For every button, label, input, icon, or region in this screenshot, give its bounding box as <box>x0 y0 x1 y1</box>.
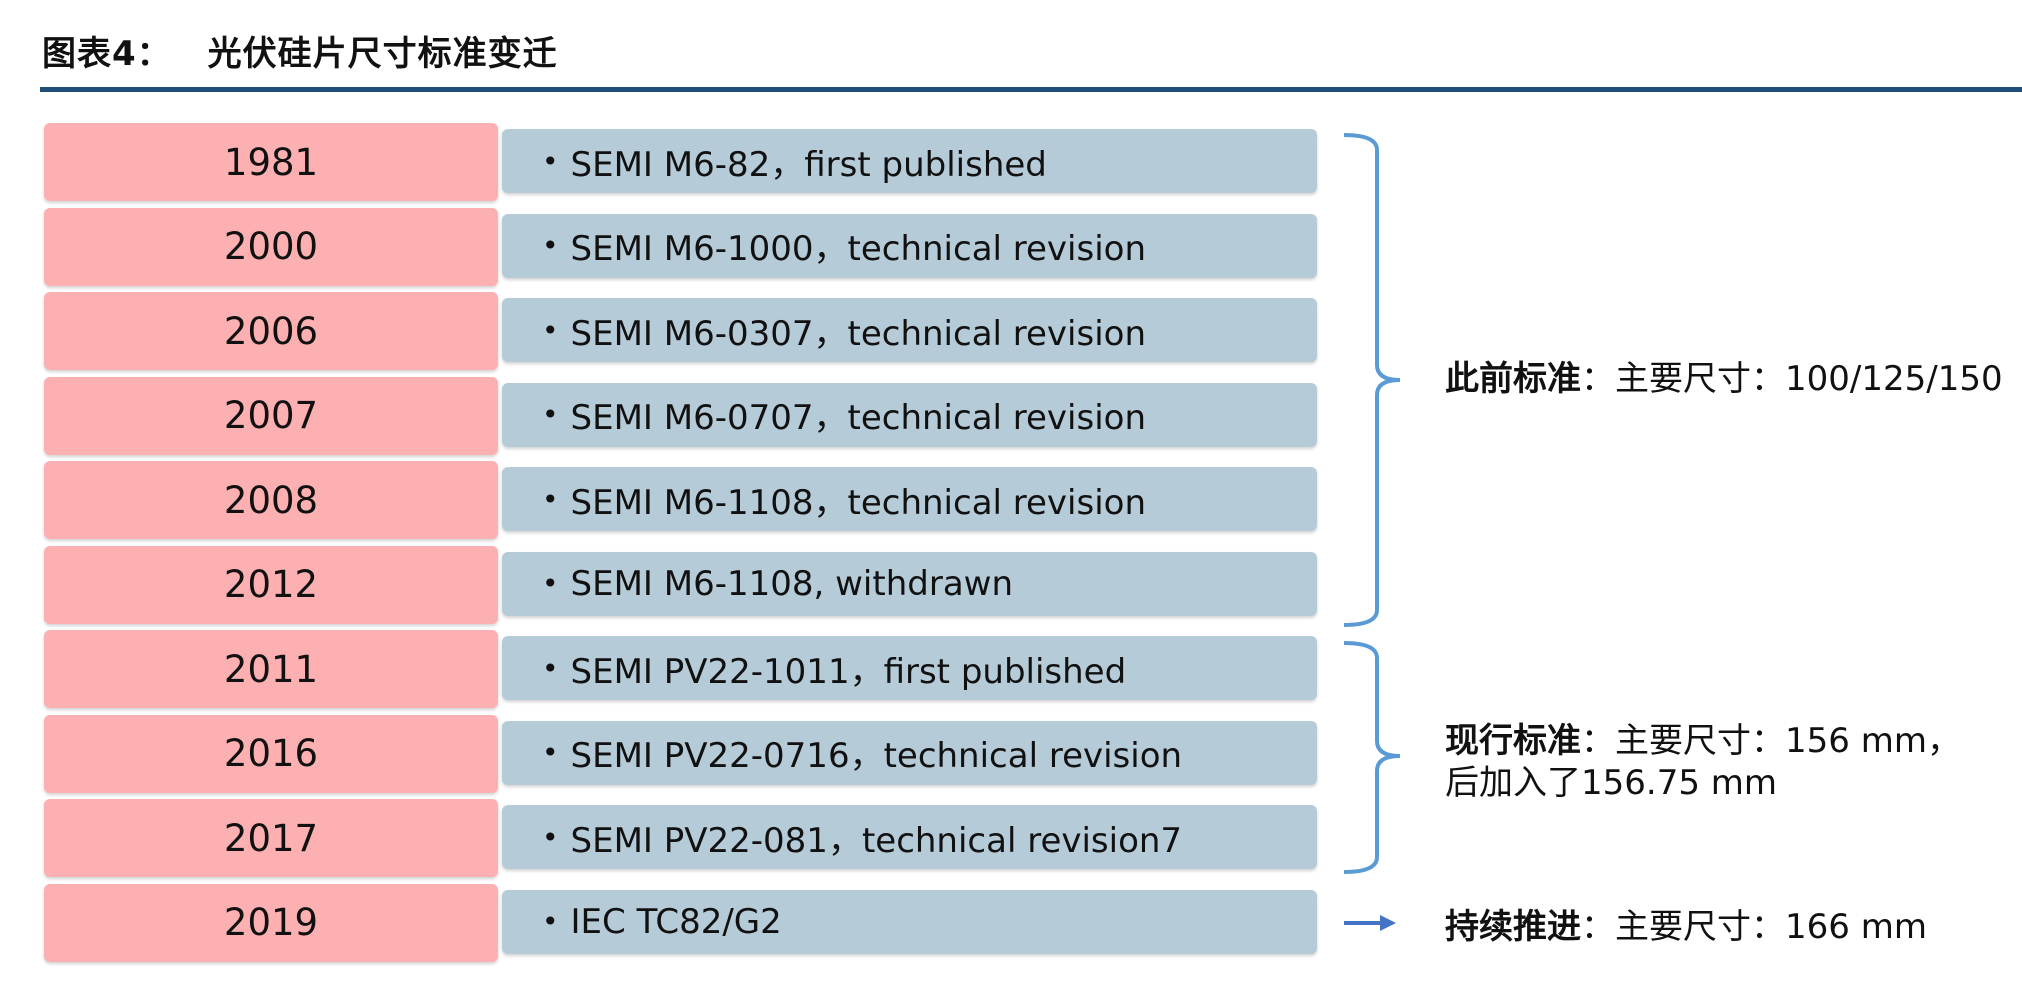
standard-cell: • IEC TC82/G2 <box>502 889 1317 954</box>
bullet-icon: • <box>542 567 559 600</box>
bullet-icon: • <box>542 905 559 938</box>
note-label: 现行标准 <box>1445 721 1581 761</box>
standard-text: SEMI M6-1108, withdrawn <box>570 563 1014 604</box>
standard-text: SEMI PV22-081，technical revision7 <box>570 820 1183 861</box>
timeline-row: 2016 • SEMI PV22-0716，technical revision <box>44 714 1319 793</box>
note-text: ：主要尺寸：166 mm <box>1581 907 1927 947</box>
standard-cell: • SEMI M6-1108，technical revision <box>502 467 1317 531</box>
timeline-row: 2008 • SEMI M6-1108，technical revision <box>44 461 1319 539</box>
timeline-row: 2019 • IEC TC82/G2 <box>44 883 1319 962</box>
figure-title: 图表4： 光伏硅片尺寸标准变迁 <box>42 26 558 75</box>
timeline-row: 2007 • SEMI M6-0707，technical revision <box>44 376 1319 455</box>
standard-text: SEMI M6-1000，technical revision <box>570 229 1147 269</box>
standard-text: SEMI M6-1108，technical revision <box>570 482 1147 523</box>
note-text-line2: 后加入了156.75 mm <box>1445 763 1778 803</box>
standard-cell: • SEMI M6-82，first published <box>502 129 1317 193</box>
year-cell: 2007 <box>44 376 498 455</box>
standard-text: SEMI PV22-0716，technical revision <box>570 736 1183 776</box>
bullet-icon: • <box>542 144 559 178</box>
standard-text: SEMI M6-82，first published <box>570 144 1047 185</box>
arrowhead-icon <box>1380 915 1396 931</box>
bullet-icon: • <box>542 820 559 854</box>
timeline-row: 2011 • SEMI PV22-1011，first published <box>44 630 1319 708</box>
timeline-row: 2000 • SEMI M6-1000，technical revision <box>44 207 1319 286</box>
standard-cell: • SEMI PV22-0716，technical revision <box>502 720 1317 785</box>
year-cell: 2011 <box>44 630 498 708</box>
year-cell: 2000 <box>44 207 498 286</box>
year-cell: 2012 <box>44 545 498 624</box>
note-text: ：主要尺寸：100/125/150 <box>1581 359 2003 399</box>
previous-standards-bracket <box>1343 133 1401 627</box>
standard-text: IEC TC82/G2 <box>570 901 782 942</box>
timeline-row: 2006 • SEMI M6-0307，technical revision <box>44 292 1319 370</box>
year-cell: 2006 <box>44 292 498 370</box>
year-cell: 2019 <box>44 883 498 962</box>
standard-cell: • SEMI M6-1108, withdrawn <box>502 551 1317 616</box>
note-text: ：主要尺寸：156 mm， <box>1581 721 1961 761</box>
standard-cell: • SEMI PV22-1011，first published <box>502 636 1317 700</box>
bullet-icon: • <box>542 398 559 431</box>
timeline-row: 2012 • SEMI M6-1108, withdrawn <box>44 545 1319 624</box>
figure-title-prefix: 图表4： <box>42 34 172 74</box>
title-rule <box>40 87 2022 92</box>
standard-cell: • SEMI M6-0307，technical revision <box>502 298 1317 362</box>
note-label: 此前标准 <box>1445 359 1581 399</box>
bullet-icon: • <box>542 736 559 769</box>
bullet-icon: • <box>542 313 559 347</box>
standard-text: SEMI M6-0307，technical revision <box>570 313 1147 354</box>
current-standards-bracket <box>1343 641 1401 874</box>
year-cell: 1981 <box>44 123 498 201</box>
year-cell: 2016 <box>44 714 498 793</box>
standard-text: SEMI M6-0707，technical revision <box>570 398 1147 438</box>
bullet-icon: • <box>542 482 559 516</box>
current-standards-note: 现行标准：主要尺寸：156 mm， 后加入了156.75 mm <box>1445 720 1961 804</box>
note-label: 持续推进 <box>1445 907 1581 947</box>
standard-cell: • SEMI PV22-081，technical revision7 <box>502 805 1317 869</box>
previous-standards-note: 此前标准：主要尺寸：100/125/150 <box>1445 358 2003 400</box>
year-cell: 2017 <box>44 799 498 877</box>
ongoing-note: 持续推进：主要尺寸：166 mm <box>1445 906 1927 948</box>
bullet-icon: • <box>542 229 559 262</box>
year-cell: 2008 <box>44 461 498 539</box>
timeline-row: 2017 • SEMI PV22-081，technical revision7 <box>44 799 1319 877</box>
timeline-row: 1981 • SEMI M6-82，first published <box>44 123 1319 201</box>
bullet-icon: • <box>542 651 559 685</box>
figure-title-text: 光伏硅片尺寸标准变迁 <box>207 34 558 74</box>
standard-text: SEMI PV22-1011，first published <box>570 651 1127 692</box>
standard-cell: • SEMI M6-1000，technical revision <box>502 213 1317 278</box>
standard-cell: • SEMI M6-0707，technical revision <box>502 382 1317 447</box>
